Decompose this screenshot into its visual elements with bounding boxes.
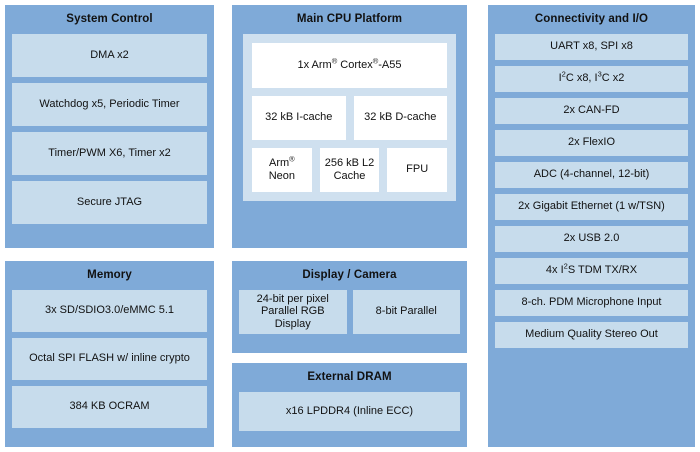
- row-i2c-i3c: I2C x8, I3C x2: [495, 65, 688, 92]
- row-ocram: 384 KB OCRAM: [12, 385, 207, 428]
- block-main-cpu-platform: Main CPU Platform 1x Arm® Cortex®-A55 32…: [232, 5, 467, 248]
- registered-icon: ®: [372, 56, 379, 66]
- row-watchdog: Watchdog x5, Periodic Timer: [12, 82, 207, 126]
- cpu-core-prefix: 1x Arm: [297, 58, 332, 71]
- row-8bit-parallel: 8-bit Parallel: [352, 289, 460, 334]
- i2s-prefix: 4x I: [545, 264, 564, 277]
- row-flexio: 2x FlexIO: [495, 129, 688, 156]
- cpu-core-suffix: -A55: [378, 58, 402, 71]
- block-title-connectivity: Connectivity and I/O: [534, 13, 649, 25]
- block-title-memory: Memory: [87, 269, 132, 281]
- block-title-system-control: System Control: [66, 13, 153, 25]
- connectivity-rows: UART x8, SPI x8 I2C x8, I3C x2 2x CAN-FD…: [488, 33, 695, 361]
- i3c-suffix: C x2: [601, 72, 625, 85]
- display-camera-rows: 24-bit per pixel Parallel RGB Display 8-…: [232, 289, 467, 341]
- block-title-display-camera: Display / Camera: [302, 269, 397, 281]
- row-rgb-display: 24-bit per pixel Parallel RGB Display: [239, 289, 347, 334]
- block-memory: Memory 3x SD/SDIO3.0/eMMC 5.1 Octal SPI …: [5, 261, 214, 447]
- row-dma: DMA x2: [12, 33, 207, 77]
- row-lpddr4: x16 LPDDR4 (Inline ECC): [239, 391, 460, 431]
- row-gigabit-ethernet: 2x Gigabit Ethernet (1 w/TSN): [495, 193, 688, 220]
- i2s-superscript: 2: [563, 261, 568, 271]
- i2c-mid: C x8, I: [565, 72, 598, 85]
- row-usb: 2x USB 2.0: [495, 225, 688, 252]
- row-can-fd: 2x CAN-FD: [495, 97, 688, 124]
- cpu-core-label: 1x Arm® Cortex®-A55: [297, 56, 402, 72]
- memory-rows: 3x SD/SDIO3.0/eMMC 5.1 Octal SPI FLASH w…: [5, 289, 214, 435]
- i2c-superscript: 2: [561, 69, 566, 79]
- cpu-cell-icache: 32 kB I-cache: [252, 95, 346, 140]
- cpu-cell-fpu: FPU: [387, 147, 448, 192]
- block-external-dram: External DRAM x16 LPDDR4 (Inline ECC): [232, 363, 467, 447]
- row-adc: ADC (4-channel, 12-bit): [495, 161, 688, 188]
- cpu-row-caches: 32 kB I-cache 32 kB D-cache: [252, 95, 447, 140]
- block-display-camera: Display / Camera 24-bit per pixel Parall…: [232, 261, 467, 353]
- row-uart-spi: UART x8, SPI x8: [495, 33, 688, 60]
- cpu-cell-cortex-a55: 1x Arm® Cortex®-A55: [252, 42, 447, 88]
- external-dram-rows: x16 LPDDR4 (Inline ECC): [232, 391, 467, 438]
- registered-icon: ®: [331, 56, 338, 66]
- cpu-core-mid: Cortex: [337, 58, 373, 71]
- cpu-inner-container: 1x Arm® Cortex®-A55 32 kB I-cache 32 kB …: [243, 33, 456, 201]
- block-title-external-dram: External DRAM: [307, 371, 392, 383]
- row-stereo-out: Medium Quality Stereo Out: [495, 321, 688, 348]
- i2c-prefix: I: [558, 72, 562, 85]
- block-title-main-cpu: Main CPU Platform: [296, 13, 403, 25]
- row-i2s-tdm: 4x I2S TDM TX/RX: [495, 257, 688, 284]
- cpu-neon-prefix: Arm: [268, 156, 290, 169]
- cpu-row-core: 1x Arm® Cortex®-A55: [252, 42, 447, 88]
- block-system-control: System Control DMA x2 Watchdog x5, Perio…: [5, 5, 214, 248]
- row-sd-sdio-emmc: 3x SD/SDIO3.0/eMMC 5.1: [12, 289, 207, 332]
- cpu-row-units: Arm® Neon 256 kB L2 Cache FPU: [252, 147, 448, 192]
- cpu-neon-suffix: Neon: [268, 169, 295, 182]
- row-timer-pwm: Timer/PWM X6, Timer x2: [12, 131, 207, 175]
- cpu-cell-l2-cache: 256 kB L2 Cache: [319, 147, 380, 192]
- row-pdm-microphone: 8-ch. PDM Microphone Input: [495, 289, 688, 316]
- row-secure-jtag: Secure JTAG: [12, 180, 207, 224]
- i2c-i3c-label: I2C x8, I3C x2: [558, 69, 625, 85]
- system-control-rows: DMA x2 Watchdog x5, Periodic Timer Timer…: [5, 33, 214, 231]
- row-octal-spi-flash: Octal SPI FLASH w/ inline crypto: [12, 337, 207, 380]
- cpu-cell-dcache: 32 kB D-cache: [353, 95, 447, 140]
- i2s-suffix: S TDM TX/RX: [567, 264, 638, 277]
- block-connectivity-io: Connectivity and I/O UART x8, SPI x8 I2C…: [488, 5, 695, 447]
- i3c-superscript: 3: [597, 69, 602, 79]
- registered-icon: ®: [289, 154, 295, 164]
- cpu-neon-label: Arm® Neon: [255, 154, 309, 182]
- i2s-label: 4x I2S TDM TX/RX: [545, 261, 638, 277]
- cpu-cell-arm-neon: Arm® Neon: [252, 147, 312, 192]
